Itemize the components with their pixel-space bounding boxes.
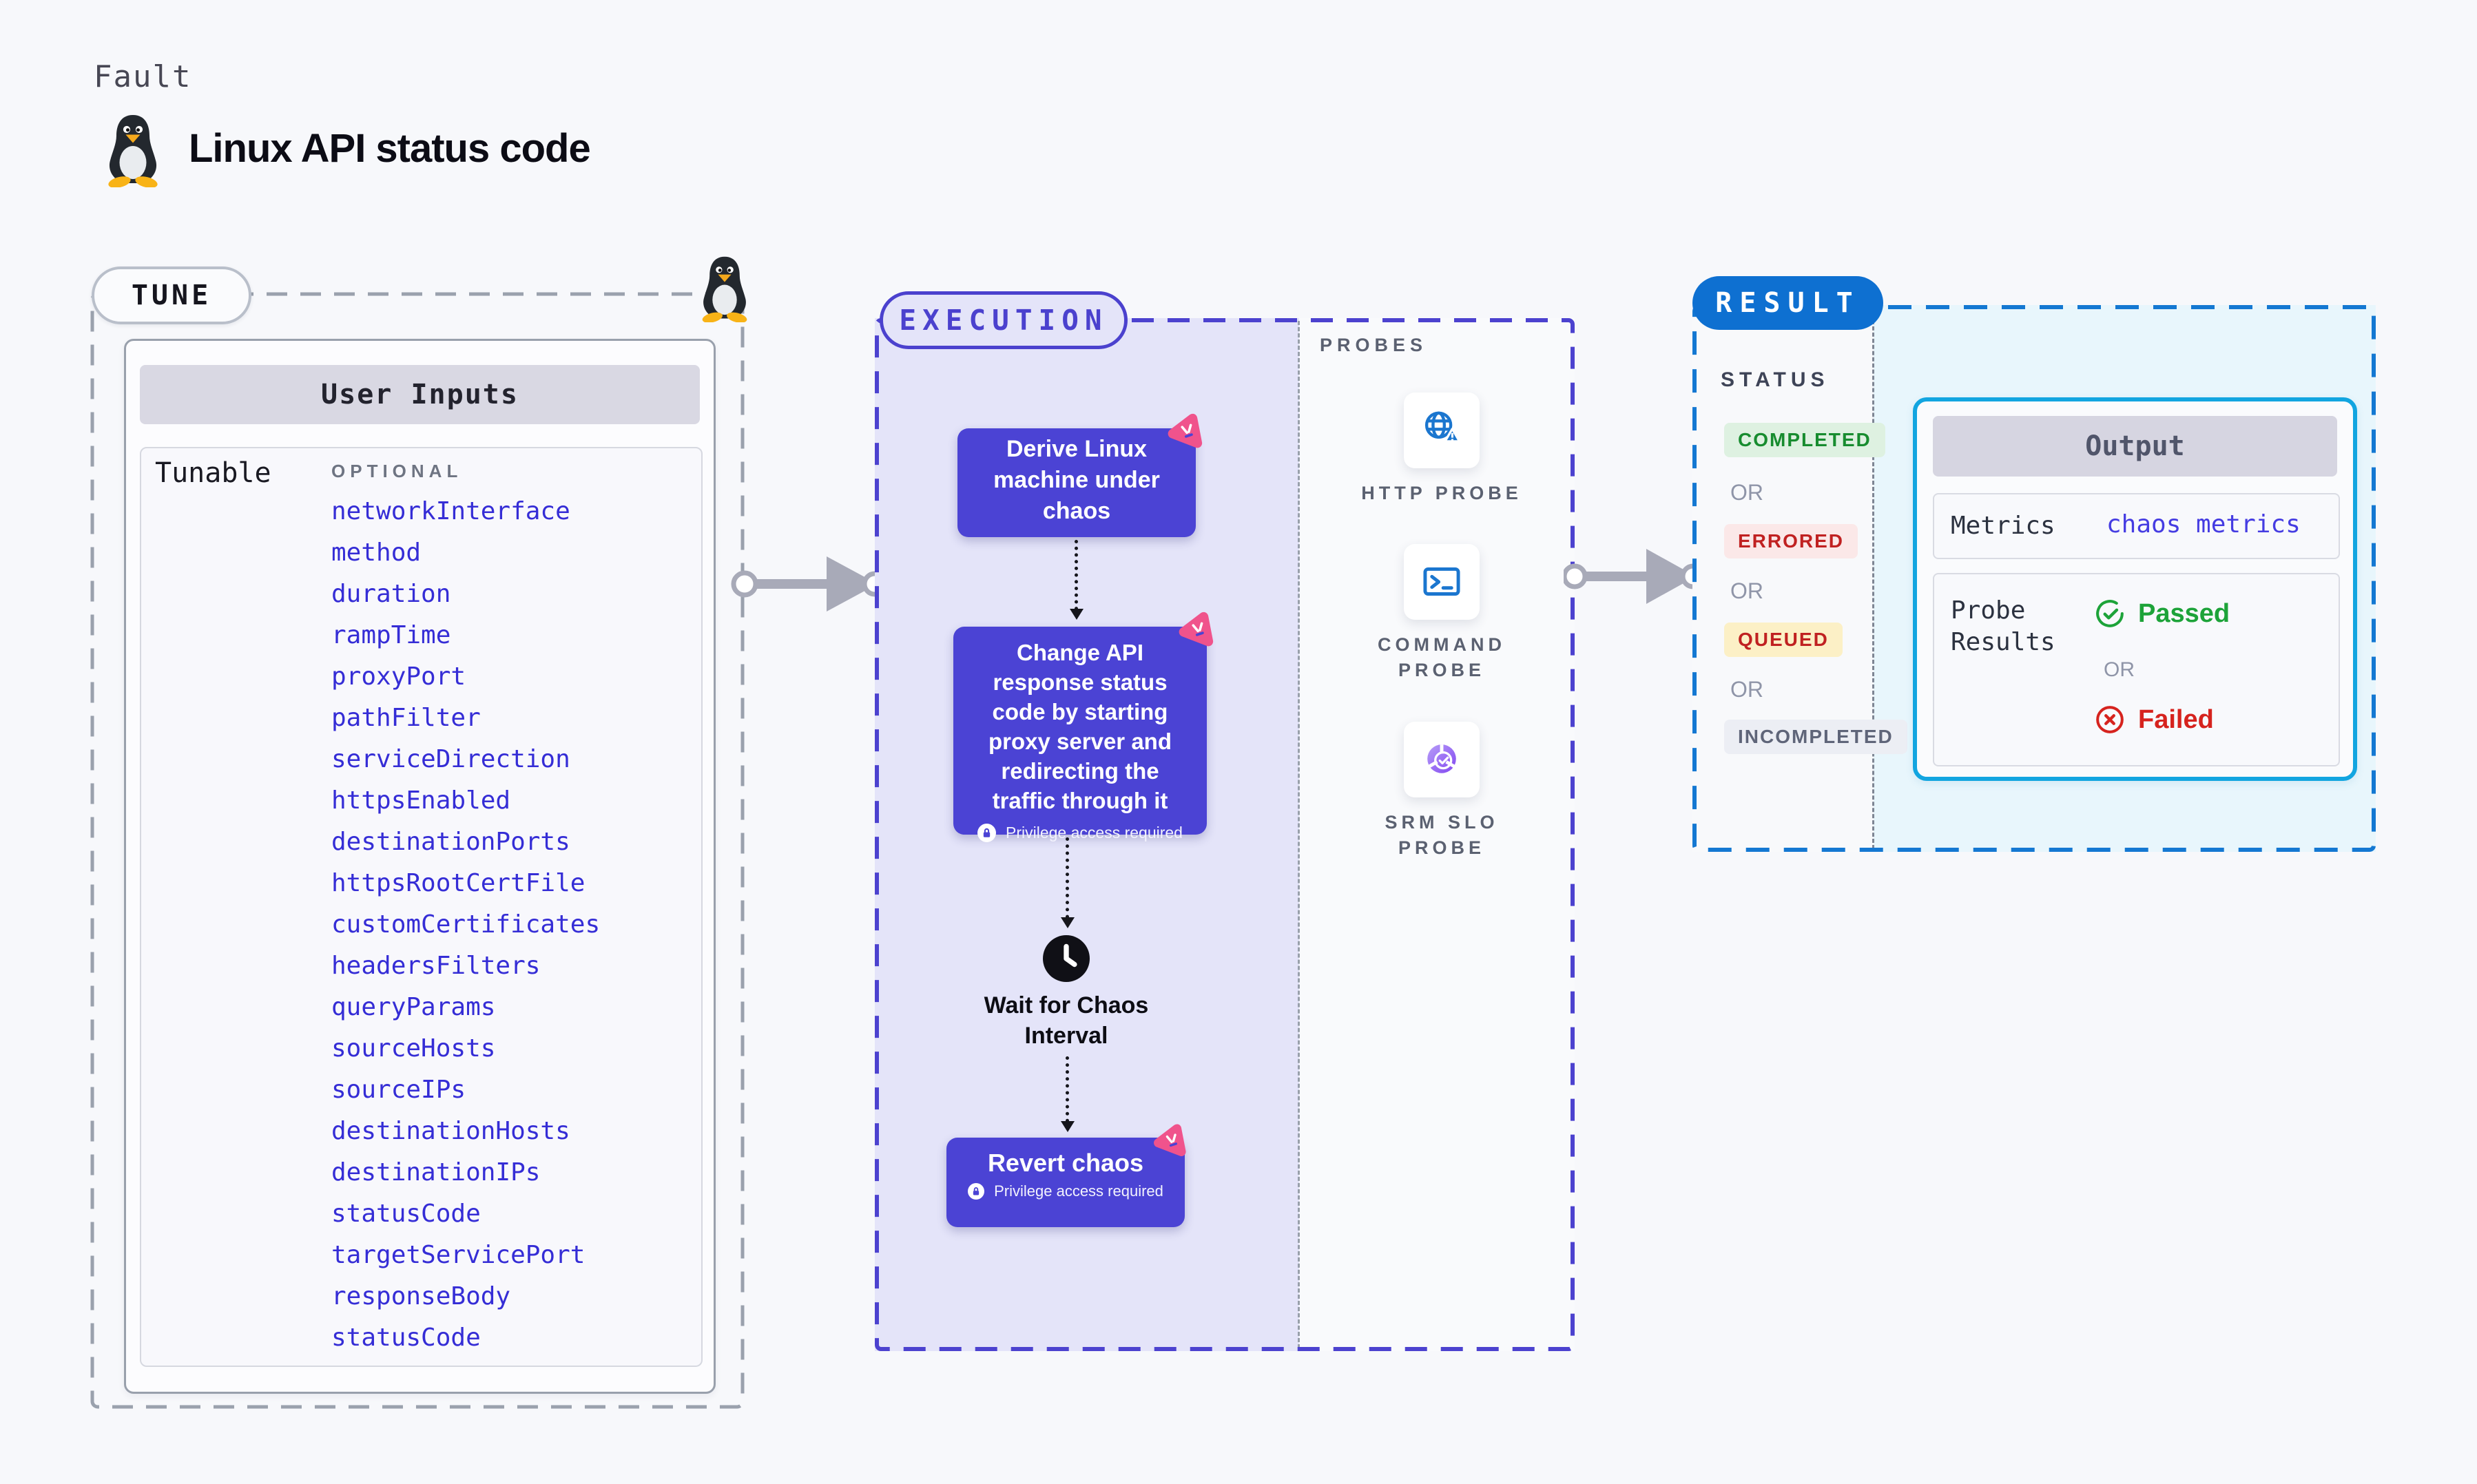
status-badge-errored: ERRORED xyxy=(1724,524,1858,558)
tunable-link[interactable]: pathFilter xyxy=(331,704,481,732)
probes-heading: PROBES xyxy=(1320,335,1428,355)
or-label: OR xyxy=(1730,578,1763,603)
lock-icon xyxy=(968,1183,985,1200)
execution-section: EXECUTION Derive Linux machine under cha… xyxy=(875,291,1575,1351)
tunable-link[interactable]: method xyxy=(331,539,422,567)
tunable-link[interactable]: responseBody xyxy=(331,1282,511,1310)
tunable-link[interactable]: queryParams xyxy=(331,993,496,1021)
linux-penguin-icon xyxy=(101,113,165,187)
tunable-link[interactable]: serviceDirection xyxy=(331,745,570,773)
probe-label: SRM SLO PROBE xyxy=(1385,812,1499,858)
output-header: Output xyxy=(1933,416,2337,477)
page-title: Linux API status code xyxy=(189,126,591,171)
tune-badge: TUNE xyxy=(92,267,251,324)
probe-label: COMMAND PROBE xyxy=(1378,634,1506,680)
page-kicker: Fault xyxy=(94,59,192,94)
status-badge-completed: COMPLETED xyxy=(1724,423,1885,457)
probes-divider xyxy=(1298,321,1300,1348)
command-probe-card xyxy=(1404,544,1480,620)
tune-to-execution-arrow xyxy=(731,556,888,612)
status-heading: STATUS xyxy=(1721,368,1830,391)
tune-section: User Inputs Tunable OPTIONAL networkInte… xyxy=(90,256,747,1409)
flow-connector xyxy=(1070,540,1084,620)
tunable-link[interactable]: destinationPorts xyxy=(331,828,570,856)
tunable-link[interactable]: sourceHosts xyxy=(331,1034,496,1063)
flow-connector xyxy=(1061,837,1075,928)
chaos-icon xyxy=(1148,1120,1190,1162)
metrics-label: Metrics xyxy=(1951,512,2055,540)
metrics-row: Metrics chaos metrics xyxy=(1933,493,2340,559)
tunable-link[interactable]: destinationHosts xyxy=(331,1117,570,1145)
or-label: OR xyxy=(1730,677,1763,702)
status-badge-queued: QUEUED xyxy=(1724,623,1843,657)
globe-alert-icon xyxy=(1418,406,1466,454)
tunable-link[interactable]: statusCode xyxy=(331,1200,481,1228)
failed-verdict: Failed xyxy=(2094,704,2214,735)
linux-penguin-icon xyxy=(696,255,754,322)
tunables-panel: Tunable OPTIONAL networkInterface method d… xyxy=(140,447,703,1367)
chaos-icon xyxy=(1172,607,1218,653)
result-dashed-border xyxy=(1692,305,2376,852)
status-column xyxy=(1692,305,1874,852)
flow-connector xyxy=(1061,1056,1075,1132)
execution-node-change-status: Change API response status code by start… xyxy=(953,612,1214,842)
tunable-link[interactable]: targetServicePort xyxy=(331,1241,585,1269)
passed-verdict: Passed xyxy=(2094,598,2230,629)
tunable-link[interactable]: httpsEnabled xyxy=(331,786,511,815)
user-inputs-card: User Inputs Tunable OPTIONAL networkInte… xyxy=(124,339,716,1394)
result-section: RESULT STATUS COMPLETED OR ERRORED OR QU… xyxy=(1692,276,2376,852)
terminal-icon xyxy=(1418,558,1466,606)
metrics-value[interactable]: chaos metrics xyxy=(2106,510,2301,539)
execution-node-revert: Revert chaos Privilege access required xyxy=(946,1124,1186,1227)
tunable-link[interactable]: customCertificates xyxy=(331,910,601,939)
execution-badge: EXECUTION xyxy=(880,291,1128,349)
or-label: OR xyxy=(2104,658,2135,681)
tunable-link[interactable]: sourceIPs xyxy=(331,1076,466,1104)
privilege-row: Privilege access required xyxy=(953,824,1207,842)
user-inputs-header: User Inputs xyxy=(140,365,700,424)
probes-area xyxy=(1299,318,1575,1351)
result-divider xyxy=(1872,308,1874,849)
tunable-link[interactable]: networkInterface xyxy=(331,497,570,525)
passed-label: Passed xyxy=(2138,598,2230,628)
tune-dashed-border xyxy=(90,292,745,1409)
tunables-list: networkInterface method duration rampTime pr… xyxy=(331,491,600,1359)
node-label: Derive Linux machine under chaos xyxy=(993,436,1160,524)
optional-column-label: OPTIONAL xyxy=(331,461,463,481)
tunable-link[interactable]: headersFilters xyxy=(331,952,541,980)
wait-step-label: Wait for Chaos Interval xyxy=(984,992,1149,1049)
tunable-row-label: Tunable xyxy=(155,457,271,489)
lock-icon xyxy=(977,824,997,842)
tunable-link[interactable]: proxyPort xyxy=(331,662,466,691)
failed-label: Failed xyxy=(2138,704,2214,734)
slo-donut-icon xyxy=(1418,735,1466,784)
probe-results-label: Probe Results xyxy=(1951,596,2055,656)
tunable-link[interactable]: rampTime xyxy=(331,621,451,649)
clock-icon xyxy=(1043,935,1090,982)
tunable-link[interactable]: httpsRootCertFile xyxy=(331,869,585,897)
check-circle-icon xyxy=(2094,598,2126,629)
privilege-label: Privilege access required xyxy=(994,1182,1163,1200)
execution-to-result-arrow xyxy=(1564,549,1706,604)
or-label: OR xyxy=(1730,480,1763,505)
probe-label: HTTP PROBE xyxy=(1361,483,1522,503)
privilege-row: Privilege access required xyxy=(946,1182,1185,1200)
node-label: Revert chaos xyxy=(987,1149,1144,1177)
output-box: Output Metrics chaos metrics Probe Resul… xyxy=(1913,397,2357,781)
execution-node-derive: Derive Linux machine under chaos xyxy=(957,413,1203,537)
tunable-link[interactable]: destinationIPs xyxy=(331,1158,541,1187)
x-circle-icon xyxy=(2094,704,2126,735)
chaos-icon xyxy=(1161,409,1207,454)
result-badge: RESULT xyxy=(1692,276,1883,330)
srm-slo-probe-card xyxy=(1404,722,1480,797)
node-label: Change API response status code by start… xyxy=(988,640,1172,813)
tunable-link[interactable]: duration xyxy=(331,580,451,608)
probe-results-row: Probe Results Passed OR xyxy=(1933,573,2340,766)
tunable-link[interactable]: statusCode xyxy=(331,1324,481,1352)
http-probe-card xyxy=(1404,393,1480,468)
privilege-label: Privilege access required xyxy=(1006,824,1183,842)
execution-dashed-border xyxy=(875,318,1575,1351)
status-badge-incompleted: INCOMPLETED xyxy=(1724,720,1907,754)
